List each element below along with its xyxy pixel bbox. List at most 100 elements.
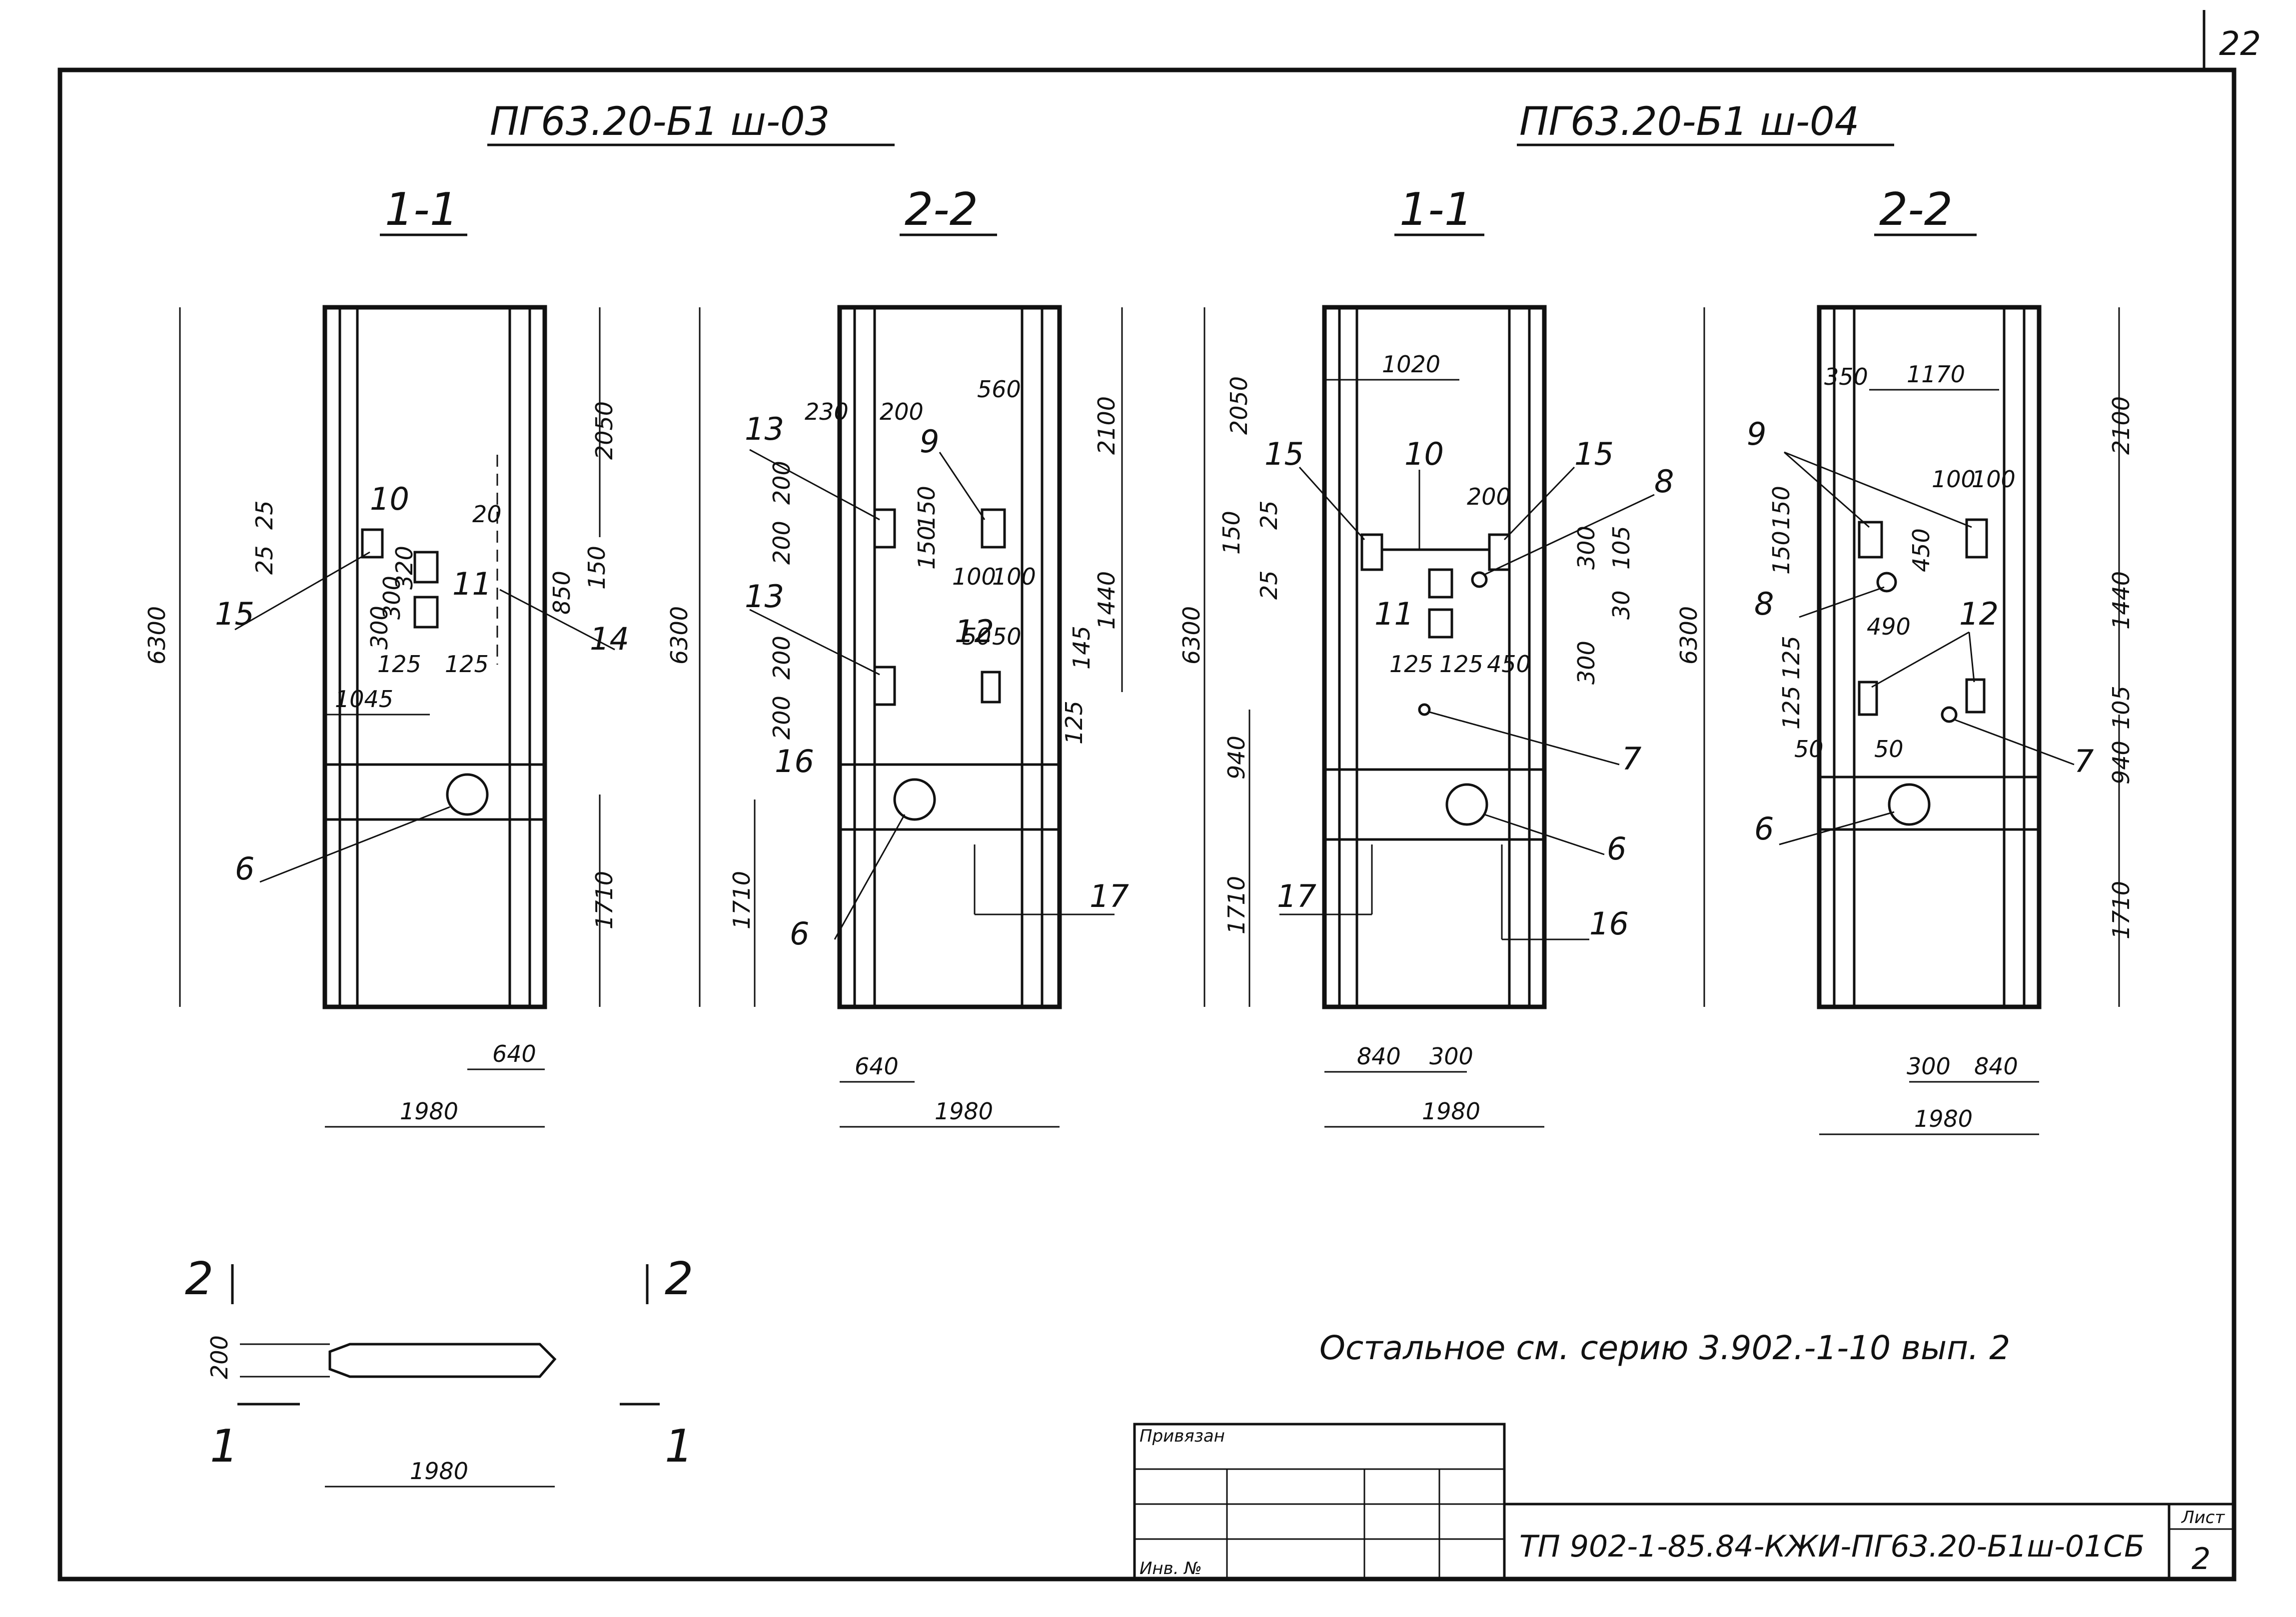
header-right-product: ПГ63.20-Б1 ш-04 xyxy=(1519,99,1859,144)
section-4-embed-9b xyxy=(1965,518,1988,559)
section-3-embed-15a xyxy=(1360,533,1383,571)
section-2-leader-9 xyxy=(939,452,986,520)
section-1: 1-1 6300 2050 25 25 20 850 150 300 300 3… xyxy=(143,183,629,1128)
section-4-height: 6300 xyxy=(1675,606,1702,665)
sheet-number: 2 xyxy=(2192,1542,2211,1577)
section-1-dim-25a: 25 xyxy=(251,500,278,530)
section-4-dim-150a: 150 xyxy=(1768,486,1795,530)
section-2-callout-13a: 13 xyxy=(745,411,784,447)
section-4-title: 2-2 xyxy=(1879,183,1953,236)
reference-note: Остальное см. серию 3.902.-1-10 вып. 2 xyxy=(1319,1329,2010,1367)
section-2-dim-200b: 200 xyxy=(768,521,795,565)
section-2-dim-200c: 200 xyxy=(768,636,795,680)
section-3-callout-8: 8 xyxy=(1654,463,1674,500)
section-4-dim-125a: 125 xyxy=(1778,636,1805,680)
section-2-embed-13b xyxy=(873,666,896,706)
section-1-leader-6 xyxy=(259,806,450,883)
section-4-dim-100b: 100 xyxy=(1972,466,2016,493)
section-1-dim-25b: 25 xyxy=(251,545,278,575)
section-1-dim-125b: 125 xyxy=(445,651,489,678)
section-2-dim-230: 230 xyxy=(805,398,849,425)
section-3-dim-125a: 125 xyxy=(1389,651,1433,678)
section-3-embed-8 xyxy=(1471,571,1488,588)
section-4-dim-840: 840 xyxy=(1974,1053,2018,1080)
section-4-dim-150b: 150 xyxy=(1768,531,1795,575)
section-4-leader-9a xyxy=(1784,451,1870,528)
section-3-dim-840: 840 xyxy=(1357,1043,1401,1070)
section-1-opening xyxy=(446,773,489,816)
section-3-opening xyxy=(1445,783,1488,826)
section-3: 1-1 6300 2050 1020 150 25 25 200 300 105… xyxy=(1178,183,1674,1128)
section-2-dim-1980: 1980 xyxy=(935,1098,993,1125)
section-4-leader-9b xyxy=(1784,451,1972,528)
section-4-leader-7 xyxy=(1954,719,2075,766)
section-3-outline xyxy=(1322,305,1547,1009)
plan-arrow-right-bottom-label: 1 xyxy=(665,1420,693,1473)
section-3-embed-7 xyxy=(1418,703,1431,716)
section-3-callout-17: 17 xyxy=(1277,878,1316,914)
section-3-embed-15b xyxy=(1488,533,1511,571)
section-3-dim-300a: 300 xyxy=(1573,526,1600,570)
section-4-dim-490: 490 xyxy=(1867,613,1911,640)
section-4-embed-12a xyxy=(1858,681,1878,716)
section-1-dim-320: 320 xyxy=(391,546,418,590)
section-3-callout-16: 16 xyxy=(1589,905,1629,942)
section-1-embed-11b xyxy=(413,596,439,629)
inventory-label: Инв. № xyxy=(1140,1559,1202,1579)
section-2-callout-16: 16 xyxy=(775,743,814,780)
section-1-dim-1980: 1980 xyxy=(400,1098,458,1125)
section-4-dim-1170: 1170 xyxy=(1907,361,1965,388)
section-4-leader-8 xyxy=(1799,586,1885,618)
document-code: ТП 902-1-85.84-КЖИ-ПГ63.20-Б1ш-01СБ xyxy=(1519,1529,2145,1564)
section-1-callout-15: 15 xyxy=(215,596,254,632)
plan-arrow-right-label: 2 xyxy=(665,1253,693,1305)
section-3-leader-15b xyxy=(1503,466,1575,541)
section-4-opening xyxy=(1888,783,1931,826)
section-4-callout-8: 8 xyxy=(1754,586,1774,622)
section-1-callout-6: 6 xyxy=(235,850,254,887)
plan-dim-1980: 1980 xyxy=(410,1458,468,1485)
section-2-embed-13a xyxy=(873,508,896,549)
section-4-dim-2100: 2100 xyxy=(2108,396,2135,455)
section-3-leader-15a xyxy=(1298,466,1365,541)
section-3-dim-300b: 300 xyxy=(1573,641,1600,685)
section-4-callout-6: 6 xyxy=(1754,810,1774,847)
section-2-callout-17: 17 xyxy=(1090,878,1129,914)
section-4-dim-350: 350 xyxy=(1824,363,1868,390)
section-3-dim-940: 940 xyxy=(1223,736,1250,780)
section-2-dim-150b: 150 xyxy=(913,526,940,570)
section-4-callout-12: 12 xyxy=(1959,596,1999,632)
section-2-dim-2100: 2100 xyxy=(1093,396,1120,455)
section-3-leader-8 xyxy=(1484,494,1655,576)
section-2-dim-1440: 1440 xyxy=(1093,571,1120,630)
section-2-dim-560: 560 xyxy=(977,376,1021,403)
section-3-dim-30: 30 xyxy=(1608,590,1635,620)
section-2-callout-9: 9 xyxy=(920,423,939,460)
section-1-embed-15 xyxy=(361,528,384,559)
section-2-dim-145: 145 xyxy=(1068,626,1095,670)
title-block-left xyxy=(1133,1423,1506,1581)
section-1-leader-15 xyxy=(234,551,370,631)
section-2-dim-200: 200 xyxy=(880,398,924,425)
section-2-dim-125: 125 xyxy=(1061,701,1088,745)
plan-section-outline xyxy=(328,1343,557,1378)
section-4-dim-50a: 50 xyxy=(1794,736,1824,763)
title-block-code-box xyxy=(1503,1503,2236,1581)
section-1-dim-300a: 300 xyxy=(366,606,393,650)
section-3-callout-15b: 15 xyxy=(1574,436,1614,472)
title-block: Привязан Инв. № ТП 902-1-85.84-КЖИ-ПГ63.… xyxy=(1133,1423,2236,1581)
section-4-embed-12b xyxy=(1965,678,1986,714)
section-3-callout-7: 7 xyxy=(1622,741,1641,777)
section-4: 2-2 6300 350 1170 100 100 150 150 450 49… xyxy=(1675,183,2135,1135)
plan-dim-200: 200 xyxy=(206,1335,233,1379)
section-2-dim-100a: 100 xyxy=(952,563,996,590)
section-1-dim-20: 20 xyxy=(472,501,502,528)
section-3-callout-11: 11 xyxy=(1374,596,1414,632)
section-1-callout-11: 11 xyxy=(452,566,492,602)
section-2-dim-1710: 1710 xyxy=(728,871,755,929)
section-3-dim-2050: 2050 xyxy=(1225,376,1252,435)
section-2-leader-6 xyxy=(834,814,906,940)
section-1-callout-14: 14 xyxy=(590,621,629,657)
section-2-opening xyxy=(893,778,936,821)
section-3-dim-450: 450 xyxy=(1487,651,1531,678)
